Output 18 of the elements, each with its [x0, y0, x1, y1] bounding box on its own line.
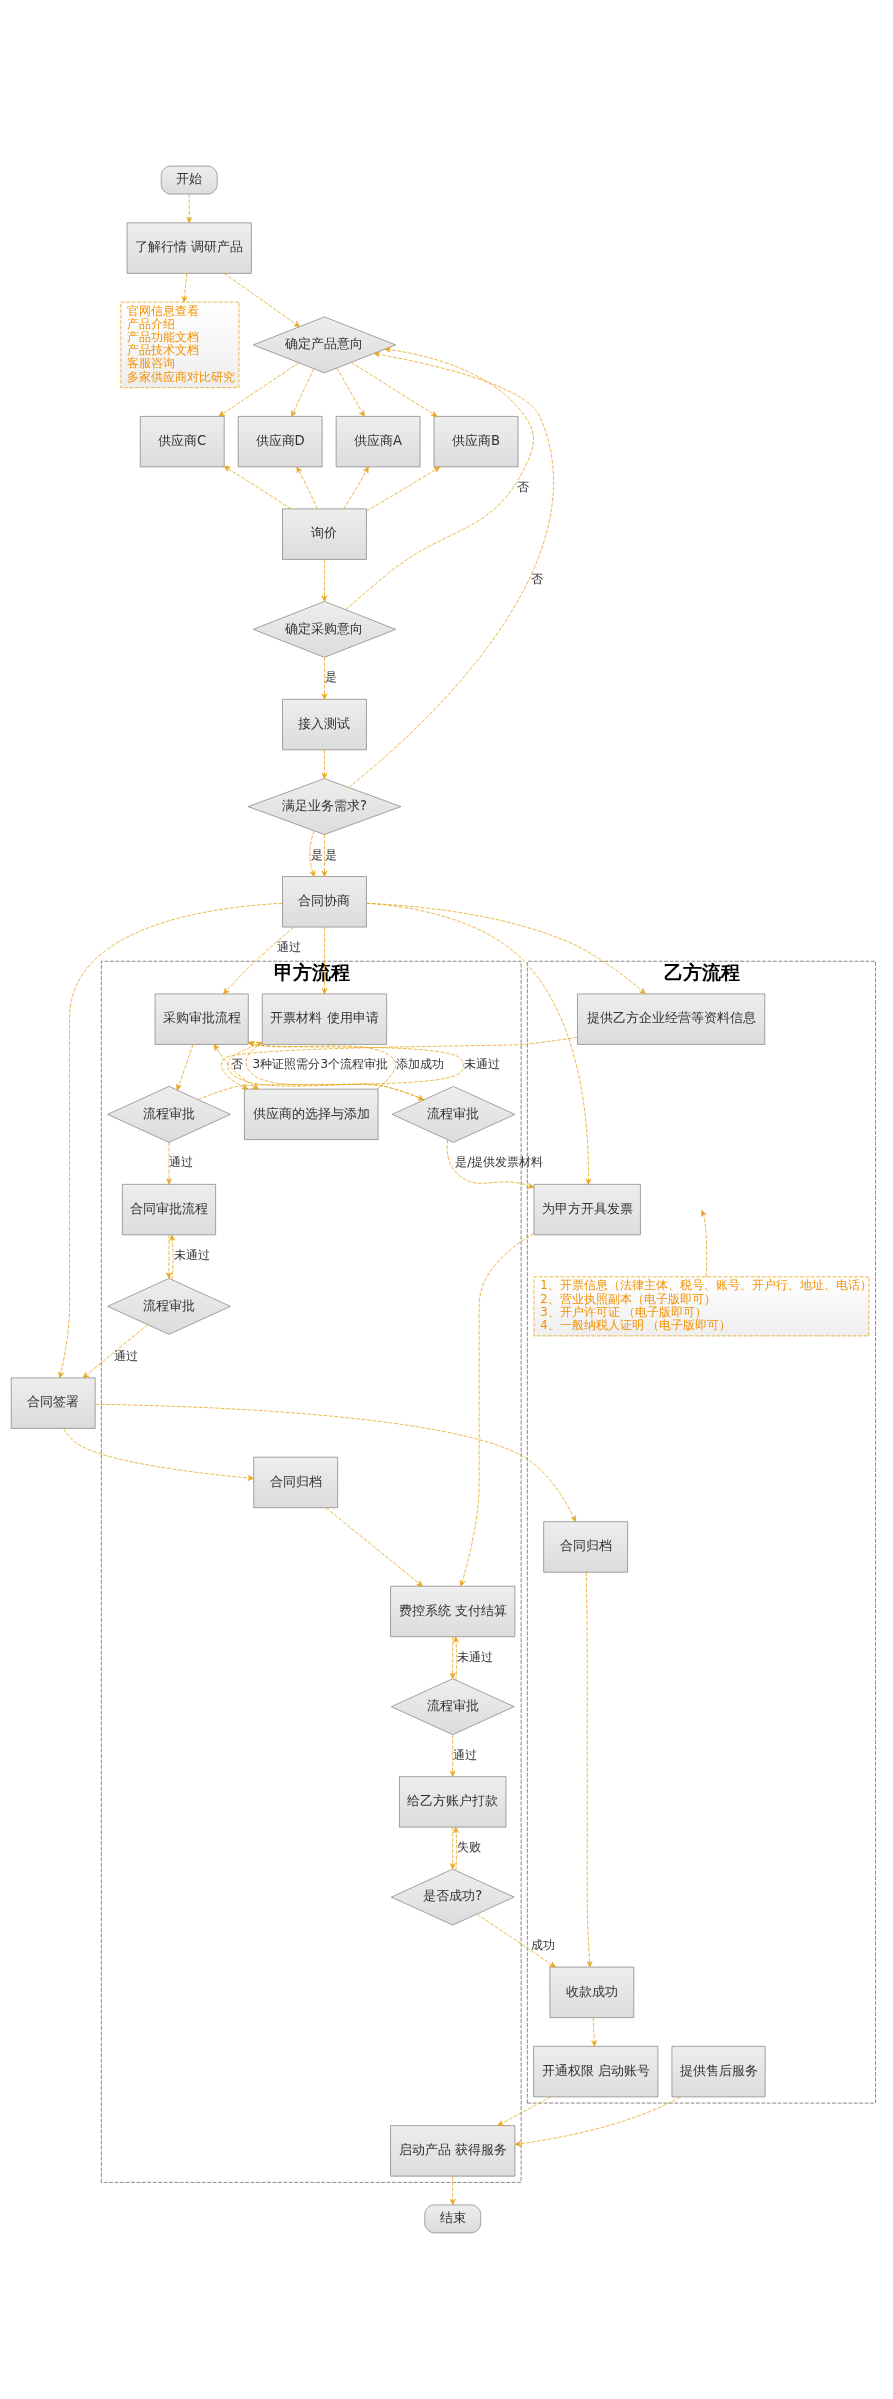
edge-label: 成功 [530, 1937, 555, 1953]
edge-label: 3种证照需分3个流程审批 [252, 1056, 389, 1072]
edge-label: 是 [310, 846, 323, 862]
edge-label: 失败 [457, 1839, 482, 1855]
edge-label: 通过 [453, 1746, 478, 1762]
edge-label: 未通过 [457, 1648, 494, 1664]
edge-label: 是 [324, 846, 337, 862]
edge-label: 添加成功 [396, 1056, 445, 1072]
edge-label: 否 [516, 478, 529, 494]
edge-label: 否 [230, 1056, 243, 1072]
edge-label: 通过 [169, 1154, 194, 1170]
edge-label: 通过 [114, 1347, 139, 1363]
edge-label: 否 [530, 571, 543, 587]
edge-label: 未通过 [464, 1056, 501, 1072]
edge-label: 通过 [277, 939, 302, 954]
edge-label: 是 [324, 669, 337, 685]
edge-label: 未通过 [173, 1246, 210, 1262]
edge-label: 是/提供发票材料 [455, 1154, 544, 1170]
